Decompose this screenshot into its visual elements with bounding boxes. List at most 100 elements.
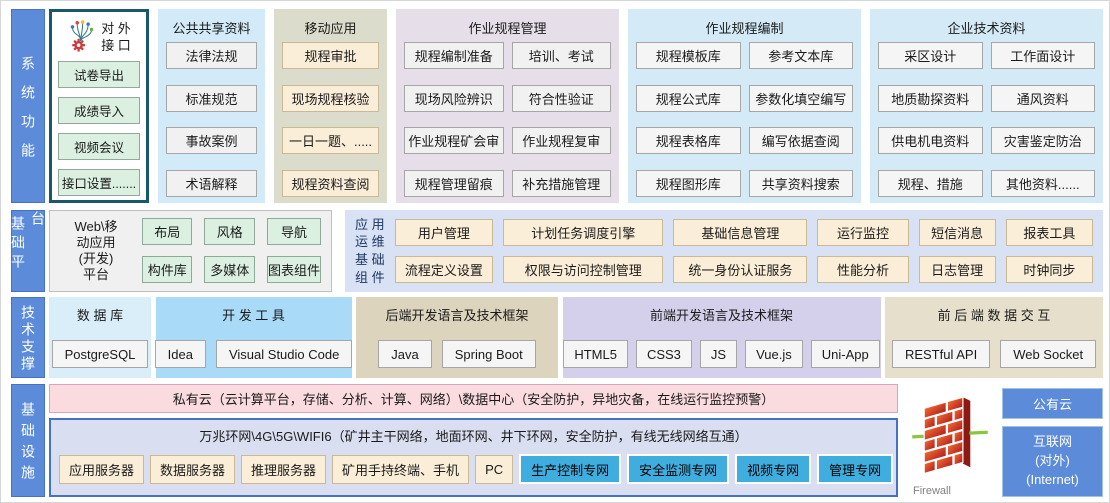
firewall: Firewall (907, 384, 993, 497)
function-chip[interactable]: 规程资料查阅 (282, 169, 379, 197)
device-chip[interactable]: 应用服务器 (59, 454, 145, 484)
function-chip[interactable]: 成绩导入 (58, 97, 140, 124)
platform-chip[interactable]: 计划任务调度引擎 (503, 218, 664, 246)
tech-chip[interactable]: Web Socket (1000, 340, 1097, 368)
function-chip[interactable]: 现场风险辨识 (404, 84, 504, 112)
function-chip[interactable]: 规程表格库 (636, 127, 741, 155)
network-banner: 万兆环网\4G\5G\WIFI6（矿井主干网络，地面环网、井下环网，安全防护，有… (199, 429, 748, 444)
function-chip[interactable]: 术语解释 (166, 169, 257, 197)
panel-title: 数 据 库 (76, 308, 124, 323)
panel-mobile-app: 移动应用 规程审批 现场规程核验 一日一题、..... 规程资料查阅 (274, 9, 387, 203)
device-chip[interactable]: PC (475, 454, 514, 484)
tech-chip[interactable]: Idea (154, 340, 206, 368)
function-chip[interactable]: 采区设计 (878, 42, 983, 69)
function-chip[interactable]: 试卷导出 (58, 61, 140, 88)
function-chip[interactable]: 规程管理留痕 (404, 169, 504, 197)
panel-backend-stack: 后端开发语言及技术框架 Java Spring Boot (356, 297, 558, 378)
platform-chip[interactable]: 日志管理 (918, 255, 996, 283)
panel-title: Web\移 动应用 (开发) 平台 (74, 218, 118, 283)
platform-chip[interactable]: 统一身份认证服务 (673, 255, 808, 283)
function-chip[interactable]: 作业规程复审 (511, 127, 611, 155)
function-chip[interactable]: 其他资料...... (990, 169, 1095, 197)
platform-chip[interactable]: 图表组件 (266, 256, 321, 283)
platform-chip[interactable]: 时钟同步 (1005, 255, 1093, 283)
function-chip[interactable]: 作业规程矿会审 (404, 127, 504, 155)
layer-bar-infrastructure: 基础设施 (11, 384, 45, 497)
function-chip[interactable]: 培训、考试 (511, 42, 611, 69)
firewall-icon (910, 388, 990, 487)
platform-chip[interactable]: 性能分析 (817, 255, 909, 283)
special-network-chip[interactable]: 生产控制专网 (519, 454, 622, 484)
function-chip[interactable]: 通风资料 (990, 84, 1095, 112)
panel-dev-tools: 开 发 工 具 Idea Visual Studio Code (154, 297, 353, 378)
panel-web-platform: Web\移 动应用 (开发) 平台 布局 风格 导航 构件库 多媒体 图表组件 (49, 210, 332, 292)
function-chip[interactable]: 灾害鉴定防治 (990, 127, 1095, 155)
panel-enterprise-data: 企业技术资料 采区设计 工作面设计 地质勘探资料 通风资料 供电机电资料 灾害鉴… (870, 9, 1103, 203)
tech-chip[interactable]: HTML5 (563, 340, 628, 368)
tech-chip[interactable]: Spring Boot (441, 340, 536, 368)
platform-chip[interactable]: 基础信息管理 (673, 218, 808, 246)
internet-node[interactable]: 互联网 (对外) (Internet) (1002, 426, 1103, 497)
function-chip[interactable]: 供电机电资料 (878, 127, 983, 155)
panel-title: 公共共享资料 (172, 21, 251, 36)
function-chip[interactable]: 共享资料搜索 (748, 169, 853, 197)
function-chip[interactable]: 规程模板库 (636, 42, 741, 69)
panel-title: 作业规程编制 (705, 21, 784, 36)
device-chip[interactable]: 推理服务器 (241, 454, 327, 484)
function-chip[interactable]: 视频会议 (58, 133, 140, 160)
panel-public-shared: 公共共享资料 法律法规 标准规范 事故案例 术语解释 (158, 9, 265, 203)
function-chip[interactable]: 事故案例 (166, 127, 257, 155)
layer-tech-support: 技术支撑 数 据 库 PostgreSQL 开 发 工 具 Idea Visua… (11, 297, 1103, 378)
special-network-chip[interactable]: 视频专网 (735, 454, 812, 484)
layer-system-functions: 系统功能 (11, 9, 1103, 203)
tech-chip[interactable]: Uni-App (810, 340, 880, 368)
function-chip[interactable]: 现场规程核验 (282, 84, 379, 112)
panel-title: 企业技术资料 (947, 21, 1026, 36)
tech-chip[interactable]: Vue.js (745, 340, 803, 368)
function-chip[interactable]: 符合性验证 (511, 84, 611, 112)
function-chip[interactable]: 编写依据查阅 (748, 127, 853, 155)
platform-chip[interactable]: 多媒体 (204, 256, 255, 283)
special-network-chip[interactable]: 安全监测专网 (627, 454, 730, 484)
panel-database: 数 据 库 PostgreSQL (49, 297, 151, 378)
function-chip[interactable]: 补充措施管理 (511, 169, 611, 197)
platform-chip[interactable]: 运行监控 (817, 218, 909, 246)
panel-title: 前端开发语言及技术框架 (649, 308, 793, 323)
platform-chip[interactable]: 导航 (266, 218, 321, 245)
platform-chip[interactable]: 用户管理 (394, 218, 494, 246)
public-cloud-node[interactable]: 公有云 (1002, 388, 1103, 419)
function-chip[interactable]: 规程审批 (282, 42, 379, 69)
tech-chip[interactable]: CSS3 (635, 340, 692, 368)
tech-chip[interactable]: JS (699, 340, 738, 368)
tech-chip[interactable]: PostgreSQL (51, 340, 149, 368)
network-box: 万兆环网\4G\5G\WIFI6（矿井主干网络，地面环网、井下环网，安全防护，有… (49, 418, 898, 497)
function-chip[interactable]: 参考文本库 (748, 42, 853, 69)
platform-chip[interactable]: 报表工具 (1005, 218, 1093, 246)
function-chip[interactable]: 规程公式库 (636, 84, 741, 112)
function-chip[interactable]: 标准规范 (166, 84, 257, 112)
panel-title: 前 后 端 数 据 交 互 (937, 308, 1051, 323)
function-chip[interactable]: 地质勘探资料 (878, 84, 983, 112)
function-chip[interactable]: 一日一题、..... (282, 127, 379, 155)
platform-chip[interactable]: 流程定义设置 (394, 255, 494, 283)
tech-chip[interactable]: Java (378, 340, 432, 368)
tech-chip[interactable]: RESTful API (891, 340, 991, 368)
function-chip[interactable]: 规程编制准备 (404, 42, 504, 69)
platform-chip[interactable]: 构件库 (142, 256, 193, 283)
function-chip[interactable]: 接口设置....... (58, 169, 140, 196)
panel-data-exchange: 前 后 端 数 据 交 互 RESTful API Web Socket (885, 297, 1103, 378)
function-chip[interactable]: 法律法规 (166, 42, 257, 69)
device-chip[interactable]: 矿用手持终端、手机 (332, 454, 470, 484)
platform-chip[interactable]: 风格 (204, 218, 255, 245)
function-chip[interactable]: 规程图形库 (636, 169, 741, 197)
function-chip[interactable]: 参数化填空编写 (748, 84, 853, 112)
function-chip[interactable]: 规程、措施 (878, 169, 983, 197)
platform-chip[interactable]: 权限与访问控制管理 (503, 255, 664, 283)
platform-chip[interactable]: 短信消息 (918, 218, 996, 246)
tech-chip[interactable]: Visual Studio Code (215, 340, 353, 368)
platform-chip[interactable]: 布局 (142, 218, 193, 245)
device-chip[interactable]: 数据服务器 (150, 454, 236, 484)
panel-frontend-stack: 前端开发语言及技术框架 HTML5 CSS3 JS Vue.js Uni-App (562, 297, 881, 378)
function-chip[interactable]: 工作面设计 (990, 42, 1095, 69)
special-network-chip[interactable]: 管理专网 (817, 454, 894, 484)
